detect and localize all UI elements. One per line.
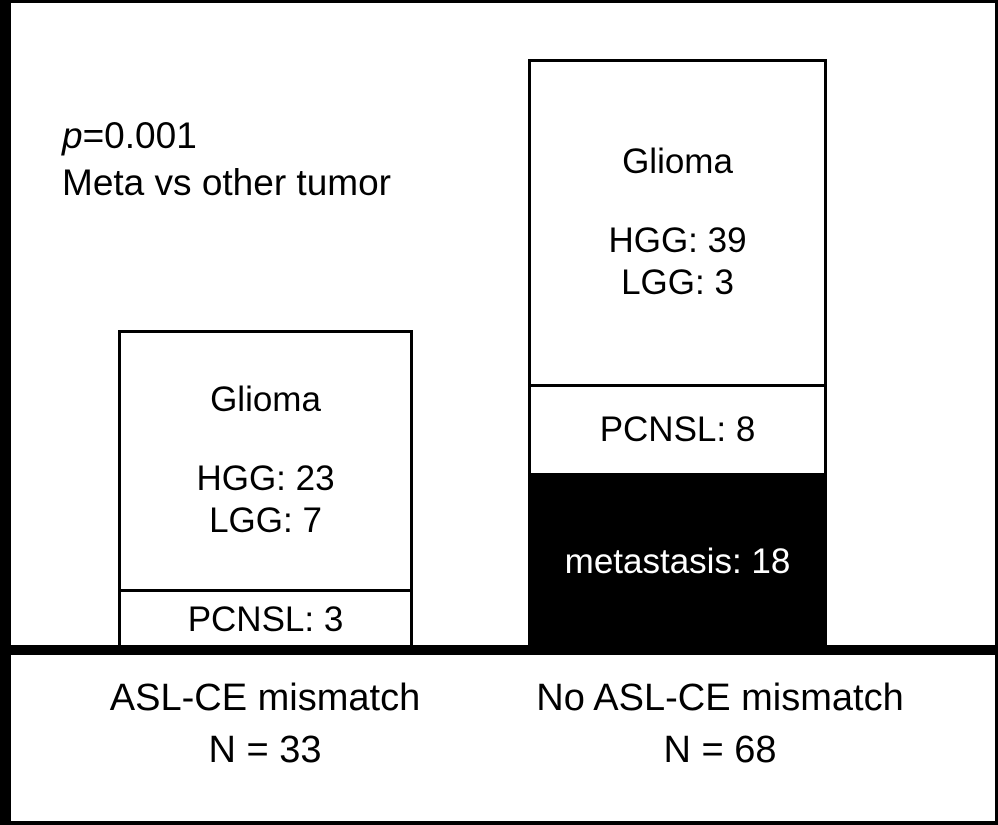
hgg-count-right: HGG: 39: [608, 220, 747, 260]
metastasis-segment-right: metastasis: 18: [528, 473, 827, 650]
p-value-line: p=0.001: [62, 112, 391, 159]
glioma-segment-left: Glioma HGG: 23 LGG: 7: [118, 330, 413, 592]
pcnsl-count-left: PCNSL: 3: [187, 599, 344, 639]
hgg-count-left: HGG: 23: [196, 458, 335, 498]
glioma-label-left: Glioma: [210, 380, 321, 420]
bar-asl-ce-mismatch: Glioma HGG: 23 LGG: 7 PCNSL: 3: [118, 330, 413, 650]
pcnsl-segment-right: PCNSL: 8: [528, 384, 827, 476]
category-n-left: N = 33: [208, 729, 322, 772]
bar-no-asl-ce-mismatch: Glioma HGG: 39 LGG: 3 PCNSL: 8 metastasi…: [528, 59, 827, 650]
x-axis-line: [11, 645, 995, 655]
pcnsl-segment-left: PCNSL: 3: [118, 589, 413, 650]
category-name-left: ASL-CE mismatch: [109, 677, 421, 719]
pcnsl-count-right: PCNSL: 8: [599, 410, 756, 450]
glioma-segment-right: Glioma HGG: 39 LGG: 3: [528, 59, 827, 387]
frame-border-top: [0, 0, 998, 3]
p-value-number: =0.001: [82, 115, 197, 156]
frame-border-left: [0, 0, 11, 825]
p-symbol: p: [62, 115, 83, 156]
glioma-label-right: Glioma: [622, 142, 733, 182]
category-name-right: No ASL-CE mismatch: [536, 677, 904, 719]
category-label-left: ASL-CE mismatch N = 33: [50, 672, 480, 777]
p-value-annotation: p=0.001 Meta vs other tumor: [62, 112, 391, 207]
frame-border-right: [995, 0, 998, 825]
frame-border-bottom: [0, 821, 998, 825]
lgg-count-left: LGG: 7: [209, 500, 322, 540]
metastasis-count-right: metastasis: 18: [564, 541, 791, 581]
category-n-right: N = 68: [663, 729, 777, 772]
lgg-count-right: LGG: 3: [621, 262, 734, 302]
comparison-line: Meta vs other tumor: [62, 162, 392, 204]
category-label-right: No ASL-CE mismatch N = 68: [490, 672, 950, 777]
